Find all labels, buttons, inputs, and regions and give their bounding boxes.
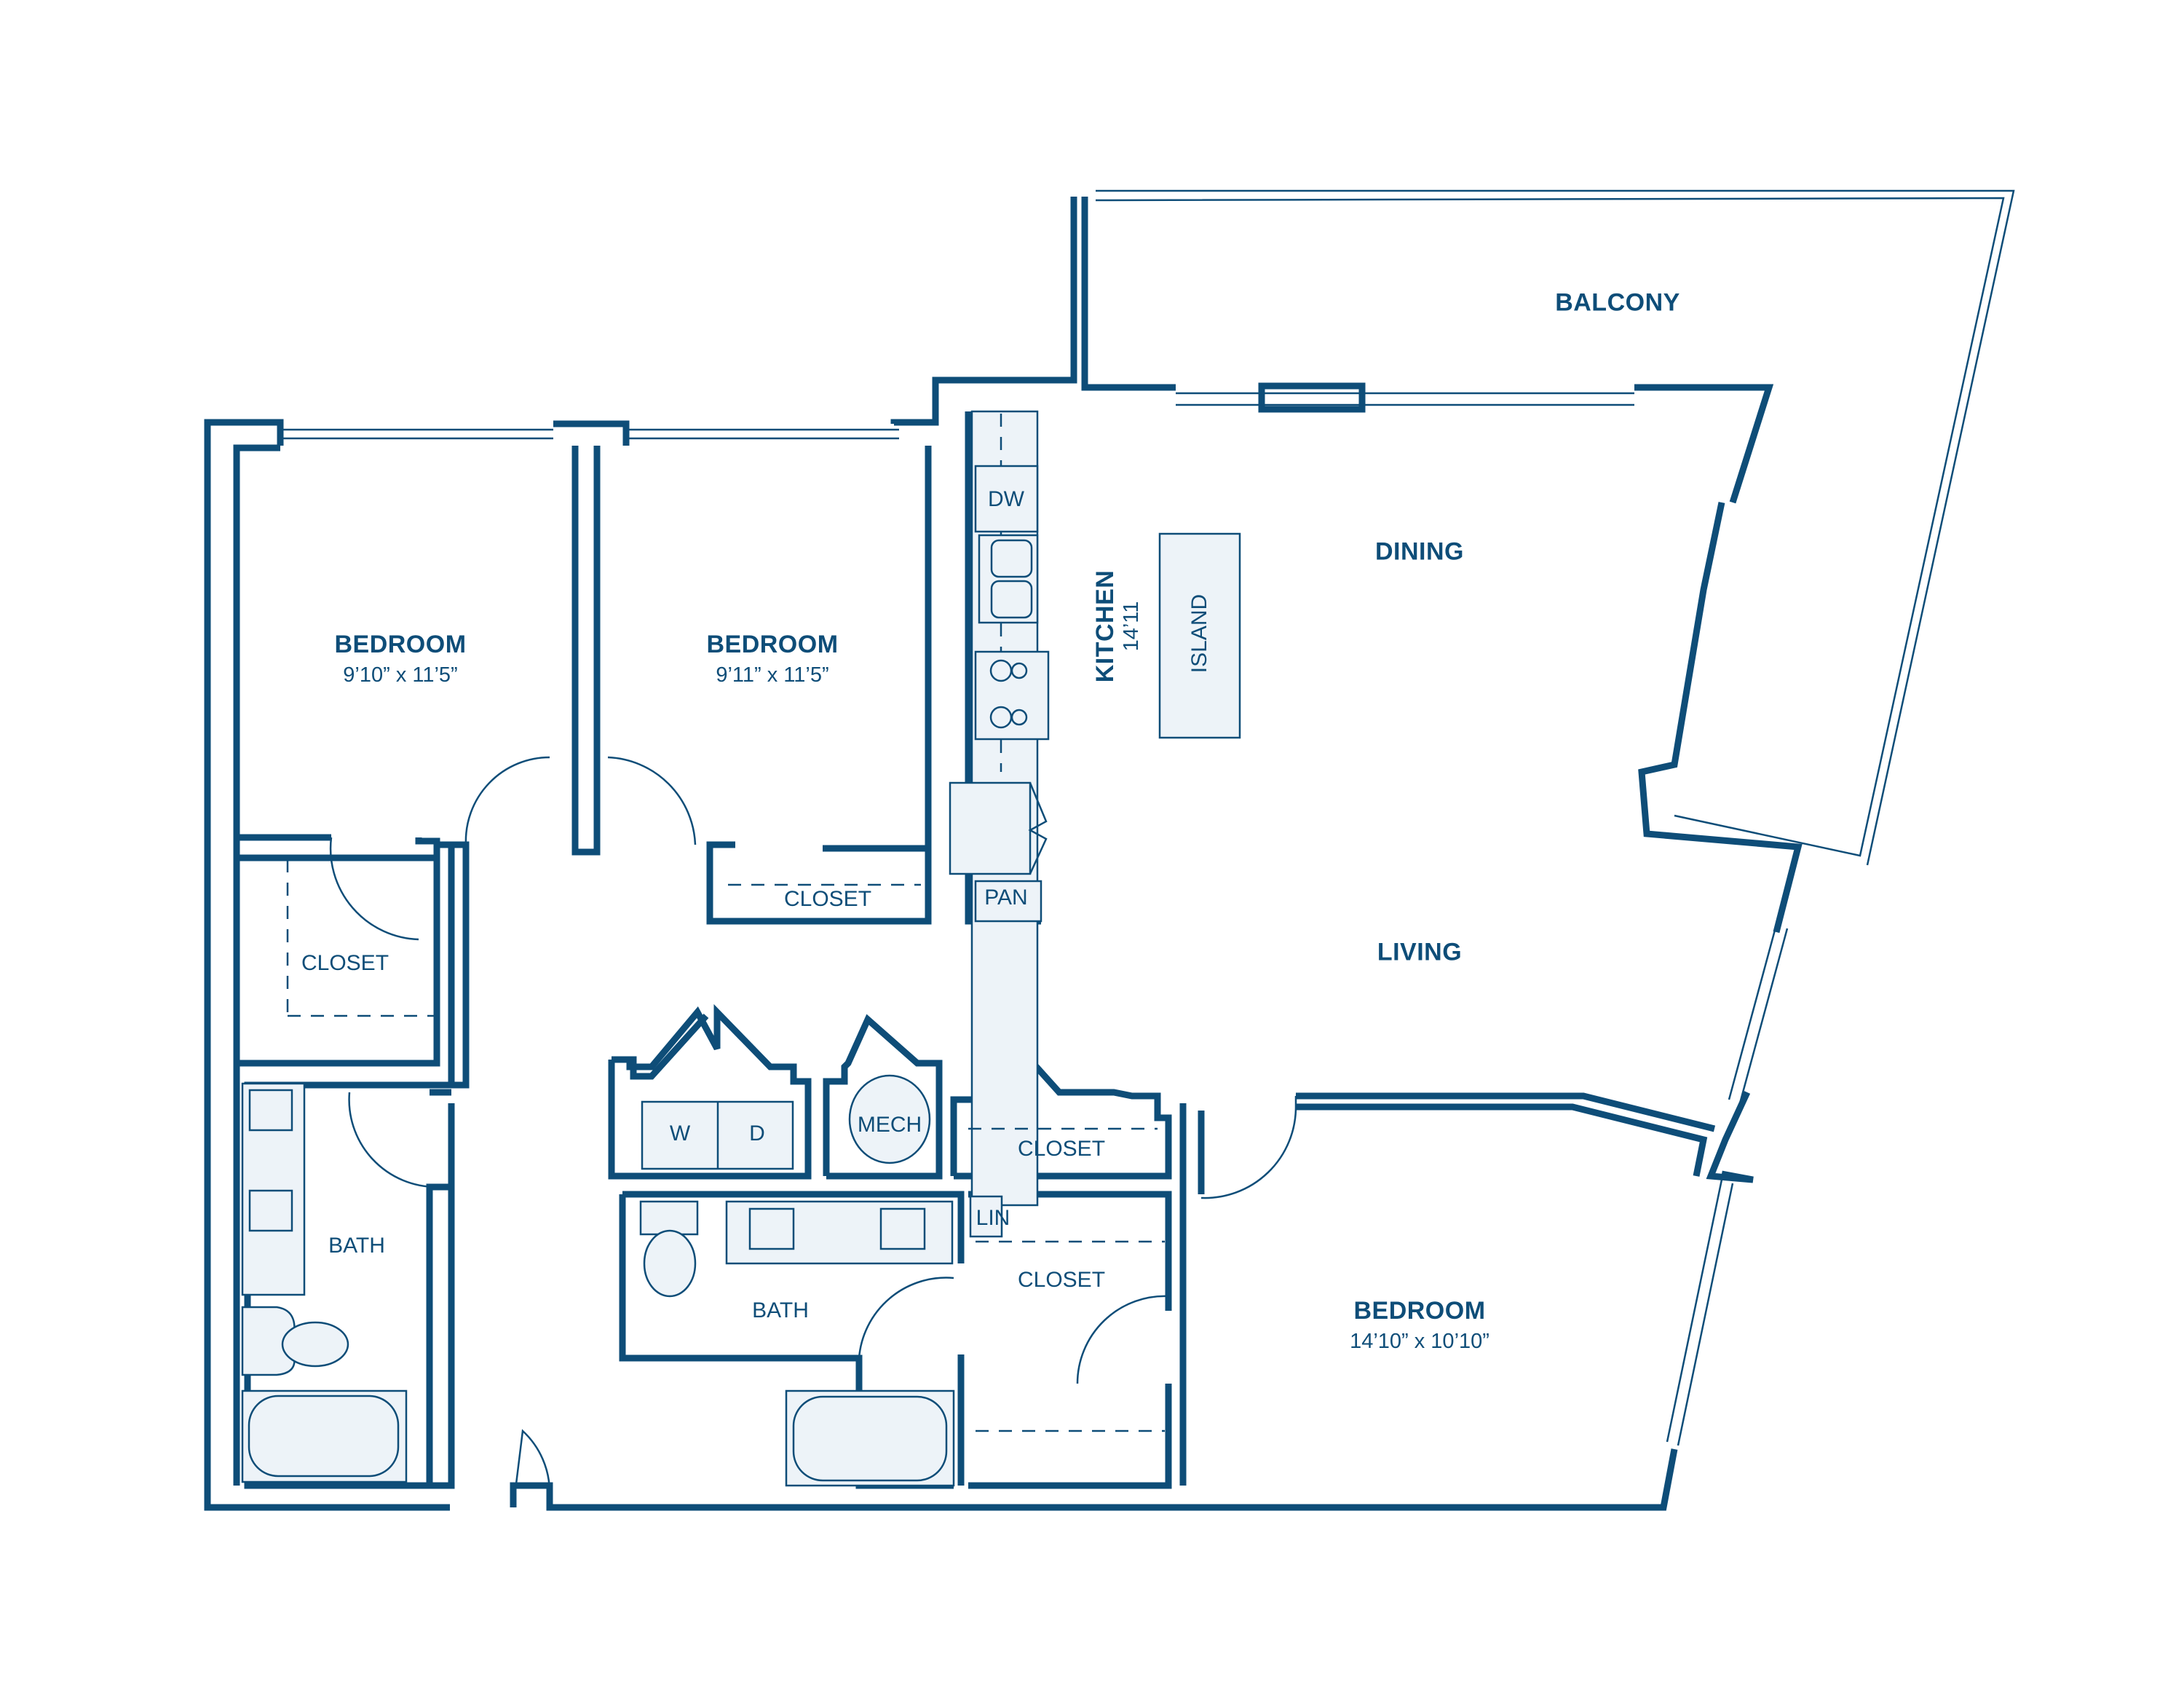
pantry-label: PAN [984, 886, 1027, 910]
closet-3-label: CLOSET [1017, 1137, 1106, 1161]
bedroom-2-name: BEDROOM [706, 631, 839, 658]
bath-1-label: BATH [328, 1234, 385, 1258]
sink [978, 534, 1039, 624]
bedroom-2-dimension: 9’11” x 11’5” [716, 663, 829, 687]
kitchen-fixtures [949, 410, 1241, 1207]
dryer-label: D [749, 1121, 765, 1145]
bath-2-fixtures [639, 1200, 955, 1487]
bedroom-3-label: BEDROOM 14’10” x 10’10” [1350, 1297, 1489, 1354]
washer-label: W [669, 1121, 691, 1145]
linen-label: LIN [976, 1206, 1010, 1230]
room-label-living: LIVING [1377, 938, 1463, 966]
closet-4-label: CLOSET [1017, 1268, 1106, 1292]
island-label: ISLAND [1187, 594, 1212, 673]
bedroom-2-label: BEDROOM 9’11” x 11’5” [706, 631, 838, 687]
island-text: ISLAND [1187, 593, 1211, 674]
dishwasher-label: DW [988, 487, 1024, 512]
closet-1-label: CLOSET [301, 951, 389, 975]
vanity [241, 1082, 306, 1296]
utility-fixtures [286, 859, 1165, 1432]
dishwasher [974, 465, 1039, 533]
island [1158, 532, 1241, 739]
bedroom-3-dimension: 14’10” x 10’10” [1350, 1330, 1489, 1353]
pantry [974, 880, 1042, 923]
closet-2-label: CLOSET [783, 887, 872, 911]
bedroom-1-label: BEDROOM 9’10” x 11’5” [334, 631, 466, 687]
room-label-balcony: BALCONY [1555, 288, 1680, 317]
bath-2-label: BATH [752, 1298, 809, 1322]
room-label-dining: DINING [1375, 537, 1464, 566]
kitchen-label: KITCHEN 14’11 [1091, 570, 1144, 683]
windows [280, 382, 1789, 1446]
pantry-text: PAN [984, 886, 1028, 910]
dishwasher-text: DW [988, 487, 1024, 511]
balcony-outline [1095, 189, 2015, 866]
doors [329, 756, 1297, 1508]
mech-unit [848, 1074, 931, 1164]
bath-1-fixtures [241, 1082, 408, 1483]
linen [969, 1195, 1003, 1238]
vanity-2 [725, 1200, 954, 1265]
mech-label: MECH [857, 1113, 922, 1137]
bedroom-3-name: BEDROOM [1353, 1297, 1486, 1325]
bedroom-1-name: BEDROOM [334, 631, 467, 658]
bedroom-1-dimension: 9’10” x 11’5” [343, 663, 458, 687]
room-label-kitchen: KITCHEN [1091, 569, 1119, 683]
refrigerator [949, 781, 1032, 875]
kitchen-dimension: 14’11 [1120, 601, 1143, 652]
cooktop [974, 650, 1050, 741]
